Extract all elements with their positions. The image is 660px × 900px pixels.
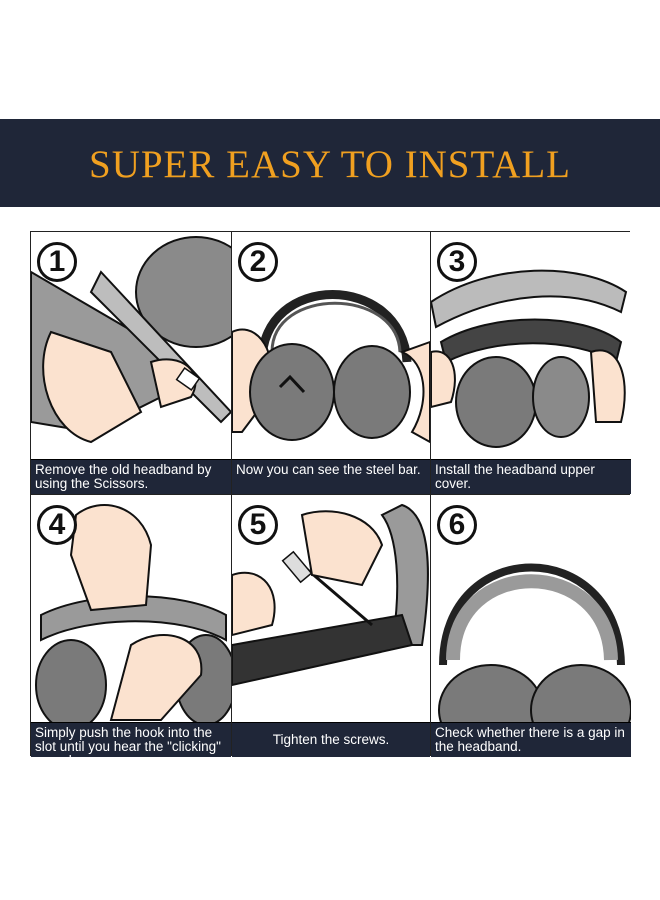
step-caption: Install the headband upper cover. [431,459,631,494]
step-number-badge: 4 [37,505,77,545]
step-panel-3: 3 Install the headband upper cover. [431,232,631,494]
install-steps-grid: 1 Remove the old headband by using the S… [30,231,631,757]
step-panel-4: 4 Simply push the hook into the slot unt… [31,495,231,757]
screwdriver-illustration [232,503,429,687]
step-caption: Now you can see the steel bar. [232,459,430,494]
step-panel-2: 2 Now you can see the steel bar. [232,232,430,494]
step-caption: Tighten the screws. [232,722,430,757]
scissors-cutting-illustration [31,236,231,444]
headband-cover-illustration [431,269,628,448]
step-caption: Check whether there is a gap in the head… [431,722,631,757]
step-panel-1: 1 Remove the old headband by using the S… [31,232,231,494]
step-number-badge: 3 [437,242,477,282]
push-hook-illustration [35,504,231,722]
step-number-badge: 1 [37,242,77,282]
step-caption: Simply push the hook into the slot until… [31,722,231,757]
page-title: SUPER EASY TO INSTALL [89,142,571,186]
step-panel-6: 6 Check whether there is a gap in the he… [431,495,631,757]
finished-headphones-illustration [438,563,631,722]
headphones-steel-bar-illustration [232,290,430,444]
step-caption: Remove the old headband by using the Sci… [31,459,231,494]
step-number-badge: 5 [238,505,278,545]
step-panel-5: 5 Tighten the screws. [232,495,430,757]
title-banner: SUPER EASY TO INSTALL [0,119,660,207]
step-number-badge: 2 [238,242,278,282]
step-number-badge: 6 [437,505,477,545]
